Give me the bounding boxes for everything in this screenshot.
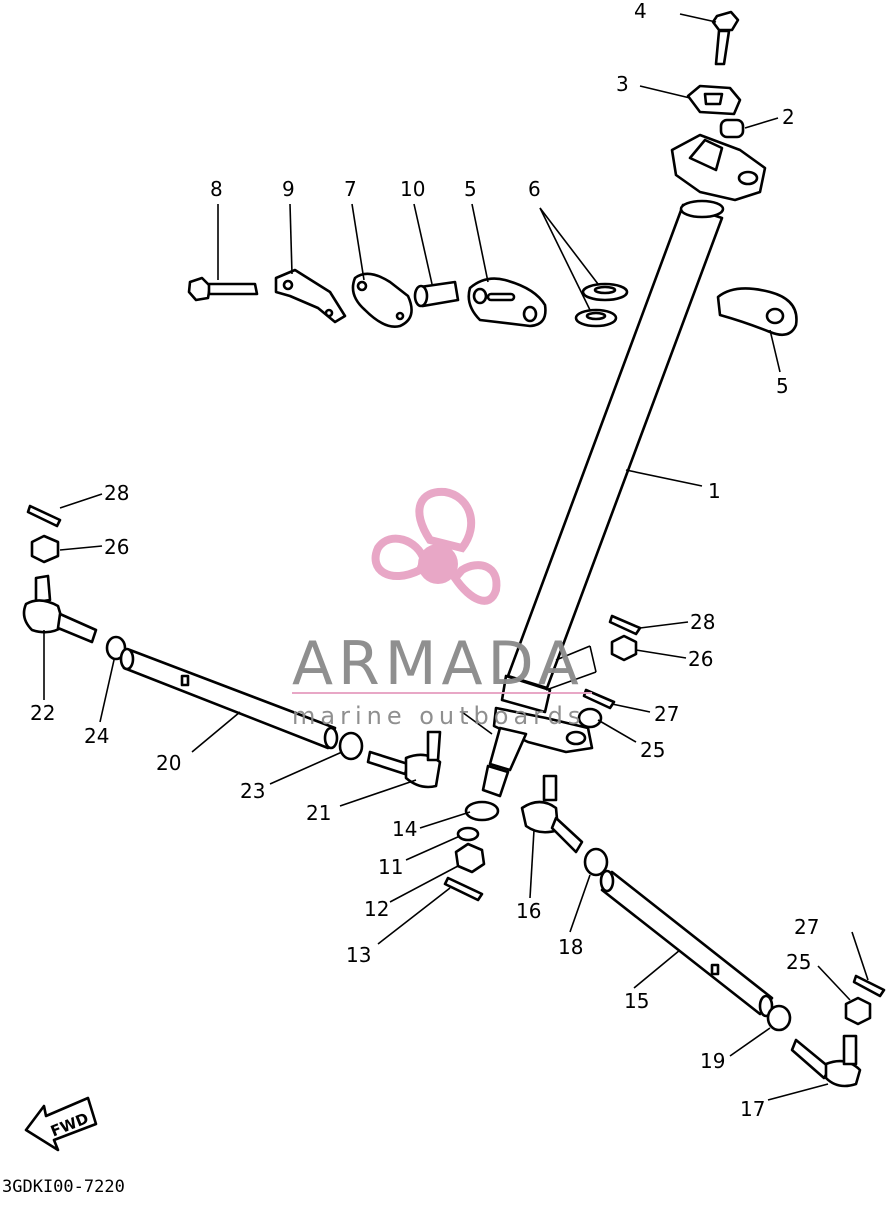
nut-23 xyxy=(338,731,364,761)
clamp-5-left xyxy=(467,277,547,328)
cotter-pin-13 xyxy=(443,876,484,902)
washers-6 xyxy=(574,282,629,328)
tie-rod-end-22 xyxy=(22,574,98,644)
steering-shaft xyxy=(506,199,725,690)
callout-15: 15 xyxy=(624,989,649,1013)
nut-26-left xyxy=(30,534,60,564)
callout-20: 20 xyxy=(156,751,181,775)
callout-28a: 28 xyxy=(104,481,129,505)
callout-22: 22 xyxy=(30,701,55,725)
watermark-brand: ARMADA xyxy=(292,629,584,699)
callout-17: 17 xyxy=(740,1097,765,1121)
cotter-pin-27-right xyxy=(852,974,886,998)
callout-3: 3 xyxy=(616,72,629,96)
plate-7 xyxy=(351,272,413,328)
armada-watermark: ARMADA marine outboards xyxy=(292,487,592,730)
callout-1: 1 xyxy=(708,479,721,503)
callout-5a: 5 xyxy=(464,177,477,201)
nut-24 xyxy=(105,635,127,661)
callout-7: 7 xyxy=(344,177,357,201)
callout-25a: 25 xyxy=(640,738,665,762)
callout-26b: 26 xyxy=(688,647,713,671)
nut-25-right xyxy=(844,996,872,1026)
callout-6: 6 xyxy=(528,177,541,201)
callout-27b: 27 xyxy=(794,915,819,939)
callout-19: 19 xyxy=(700,1049,725,1073)
callout-13: 13 xyxy=(346,943,371,967)
callout-14: 14 xyxy=(392,817,417,841)
callout-25b: 25 xyxy=(786,950,811,974)
propeller-logo-icon xyxy=(371,487,501,605)
shaft-clamp-right xyxy=(716,287,798,337)
callout-5b: 5 xyxy=(776,374,789,398)
callout-2: 2 xyxy=(782,105,795,129)
plate-9 xyxy=(274,268,347,324)
callout-16: 16 xyxy=(516,899,541,923)
callout-28b: 28 xyxy=(690,610,715,634)
washer-11 xyxy=(456,826,480,842)
collar-10 xyxy=(413,280,460,308)
callout-9: 9 xyxy=(282,177,295,201)
holder-bolt xyxy=(711,10,740,66)
cotter-pin-28-left xyxy=(26,504,62,528)
handlebar-upper-bracket xyxy=(670,133,767,202)
callout-11: 11 xyxy=(378,855,403,879)
bolt-8 xyxy=(187,276,259,302)
callout-10: 10 xyxy=(400,177,425,201)
handlebar-holder xyxy=(686,84,742,116)
nut-18 xyxy=(583,847,609,877)
callout-12: 12 xyxy=(364,897,389,921)
watermark-tagline: marine outboards xyxy=(292,702,585,730)
nut-19 xyxy=(766,1004,792,1032)
leader-lines xyxy=(43,13,869,1101)
tie-rod-end-17 xyxy=(790,1034,862,1088)
drawing-code: 3GDKI00-7220 xyxy=(2,1177,125,1197)
tie-rod-end-16 xyxy=(520,774,584,854)
callout-26a: 26 xyxy=(104,535,129,559)
callout-24: 24 xyxy=(84,724,109,748)
collar xyxy=(719,118,745,139)
tie-rod-end-21 xyxy=(366,730,442,789)
nut-26-right xyxy=(610,634,638,662)
collar-14 xyxy=(464,800,500,822)
fwd-arrow: FWD xyxy=(24,1096,98,1152)
callout-18: 18 xyxy=(558,935,583,959)
callout-8: 8 xyxy=(210,177,223,201)
cotter-pin-28-right xyxy=(608,614,642,636)
tie-rod-20 xyxy=(119,647,339,750)
callout-23: 23 xyxy=(240,779,265,803)
callout-numbers: 1 2 3 4 5 5 6 7 8 9 10 11 12 13 14 15 16… xyxy=(30,0,819,1121)
callout-21: 21 xyxy=(306,801,331,825)
callout-27a: 27 xyxy=(654,702,679,726)
callout-4: 4 xyxy=(634,0,647,23)
nut-12 xyxy=(454,842,486,874)
nut-25-center xyxy=(577,707,603,729)
